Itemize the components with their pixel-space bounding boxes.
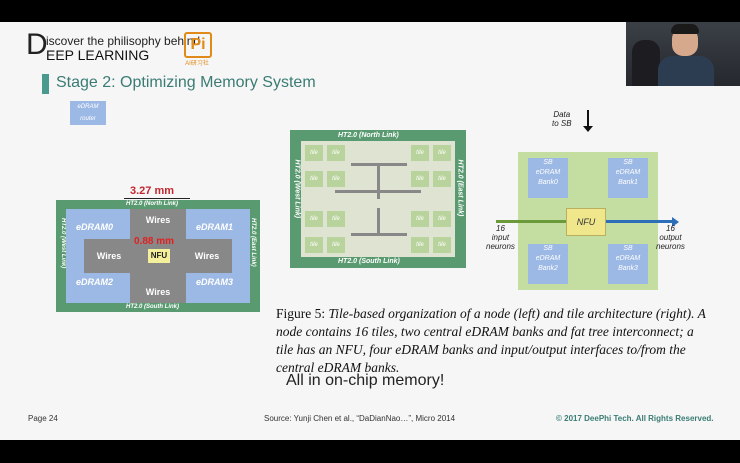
input-neurons-label: 16 input neurons — [486, 224, 515, 251]
sb-bank-2: SB eDRAM Bank2 — [528, 244, 568, 284]
slide: D iscover the philisophy behind EEP LEAR… — [0, 22, 740, 440]
tile: tile — [411, 171, 429, 187]
tile: tile — [433, 237, 451, 253]
sb-bank-3-line2: eDRAM — [615, 255, 641, 262]
input-line1: 16 — [496, 224, 505, 233]
node-south-link: HT2.0 (South Link) — [338, 258, 400, 265]
interconnect-top — [351, 163, 407, 166]
tile: tile — [411, 211, 429, 227]
node-east-link: HT2.0 (East Link) — [456, 159, 464, 217]
header-line2: EEP LEARNING — [46, 47, 150, 63]
tile: tile — [327, 211, 345, 227]
wires-right: Wires — [182, 239, 232, 273]
edram-bank-0: eDRAM0 — [76, 222, 114, 232]
node-north-link: HT2.0 (North Link) — [338, 132, 399, 139]
output-arrow-head — [672, 217, 679, 227]
left-nfu: NFU — [148, 249, 170, 263]
input-line2: input — [491, 233, 510, 242]
figure-caption: Figure 5: Tile-based organization of a n… — [276, 305, 708, 377]
webcam-person-hair — [671, 24, 699, 34]
edram-bank-2: eDRAM2 — [76, 277, 114, 287]
south-link-label: HT2.0 (South Link) — [126, 304, 179, 310]
edram-router: eDRAM router — [70, 101, 106, 125]
tile: tile — [411, 237, 429, 253]
sb-bank-0-line3: Bank0 — [538, 179, 558, 186]
output-line2: output — [659, 233, 682, 242]
wires-left: Wires — [84, 239, 134, 273]
data-to-sb-line1: Data — [553, 110, 571, 119]
east-link-label: HT2.0 (East Link) — [250, 218, 256, 267]
tile-nfu: NFU — [566, 208, 606, 236]
sb-bank-3-line3: Bank3 — [618, 265, 638, 272]
edram-area: eDRAM0 eDRAM1 eDRAM2 eDRAM3 Wires Wires … — [66, 209, 250, 303]
edram-router-line1: eDRAM — [77, 104, 99, 110]
node-west-link: HT2.0 (West Link) — [293, 159, 301, 219]
data-to-sb-line2: to SB — [552, 119, 572, 128]
tile: tile — [305, 145, 323, 161]
interconnect-vertical-bottom — [377, 208, 380, 233]
wires-top: Wires — [130, 209, 186, 239]
title-accent-bar — [42, 74, 49, 94]
tile: tile — [327, 171, 345, 187]
sb-bank-0-line2: eDRAM — [535, 169, 561, 176]
sb-bank-2-line1: SB — [543, 245, 553, 252]
output-line1: 16 — [666, 224, 675, 233]
sb-bank-2-line3: Bank2 — [538, 265, 558, 272]
data-to-sb-label: Data to SB — [552, 110, 572, 128]
brand-logo-sub: AI研习社 — [185, 61, 209, 67]
edram-router-line2: router — [80, 116, 96, 122]
interconnect-horizontal — [335, 190, 421, 193]
data-arrow-head — [583, 126, 593, 132]
figure-text: Tile-based organization of a node (left)… — [276, 306, 706, 375]
sb-bank-1-line3: Bank1 — [618, 179, 638, 186]
copyright: © 2017 DeePhi Tech. All Rights Reserved. — [556, 414, 714, 423]
sb-bank-0-line1: SB — [543, 159, 553, 166]
sb-bank-1: SB eDRAM Bank1 — [608, 158, 648, 198]
input-line3: neurons — [486, 242, 515, 251]
header-line1: iscover the philisophy behind — [46, 34, 201, 48]
sb-bank-2-line2: eDRAM — [535, 255, 561, 262]
brand-logo: Pi — [184, 32, 212, 58]
tile: tile — [433, 211, 451, 227]
tile: tile — [305, 211, 323, 227]
page-number: Page 24 — [28, 414, 58, 423]
measure-width-line — [124, 198, 190, 199]
tile: tile — [411, 145, 429, 161]
header-big-letter: D — [26, 28, 48, 61]
interconnect-bottom — [351, 233, 407, 236]
slide-title: Stage 2: Optimizing Memory System — [56, 74, 316, 91]
tile: tile — [327, 237, 345, 253]
sb-bank-0: SB eDRAM Bank0 — [528, 158, 568, 198]
tile: tile — [305, 237, 323, 253]
webcam-video — [626, 22, 740, 86]
source-citation: Source: Yunji Chen et al., “DaDianNao…”,… — [264, 414, 456, 423]
north-link-label: HT2.0 (North Link) — [126, 201, 178, 207]
figure-number: Figure 5: — [276, 306, 326, 321]
measure-width-label: 3.27 mm — [130, 185, 175, 197]
edram-bank-1: eDRAM1 — [196, 222, 234, 232]
sb-bank-1-line1: SB — [623, 159, 633, 166]
input-arrow — [496, 220, 566, 223]
edram-bank-3: eDRAM3 — [196, 277, 234, 287]
tile: tile — [327, 145, 345, 161]
wires-bottom: Wires — [130, 273, 186, 303]
measure-nfu-label: 0.88 mm — [134, 236, 175, 247]
node-diagram: HT2.0 (North Link) HT2.0 (South Link) HT… — [290, 130, 466, 268]
sb-bank-3: SB eDRAM Bank3 — [608, 244, 648, 284]
sb-bank-1-line2: eDRAM — [615, 169, 641, 176]
output-line3: neurons — [656, 242, 685, 251]
tile: tile — [433, 145, 451, 161]
tile: tile — [433, 171, 451, 187]
on-chip-note: All in on-chip memory! — [286, 372, 445, 389]
interconnect-vertical-top — [377, 166, 380, 199]
webcam-person-body — [658, 56, 714, 86]
output-arrow-shaft — [604, 220, 674, 223]
output-neurons-label: 16 output neurons — [656, 224, 685, 251]
webcam-person-back — [632, 40, 660, 86]
node-core: tile tile tile tile tile tile tile tile … — [301, 141, 455, 257]
tile: tile — [305, 171, 323, 187]
data-arrow-shaft — [587, 110, 589, 128]
left-chip-diagram: HT2.0 (North Link) HT2.0 (South Link) HT… — [56, 200, 260, 312]
sb-bank-3-line1: SB — [623, 245, 633, 252]
